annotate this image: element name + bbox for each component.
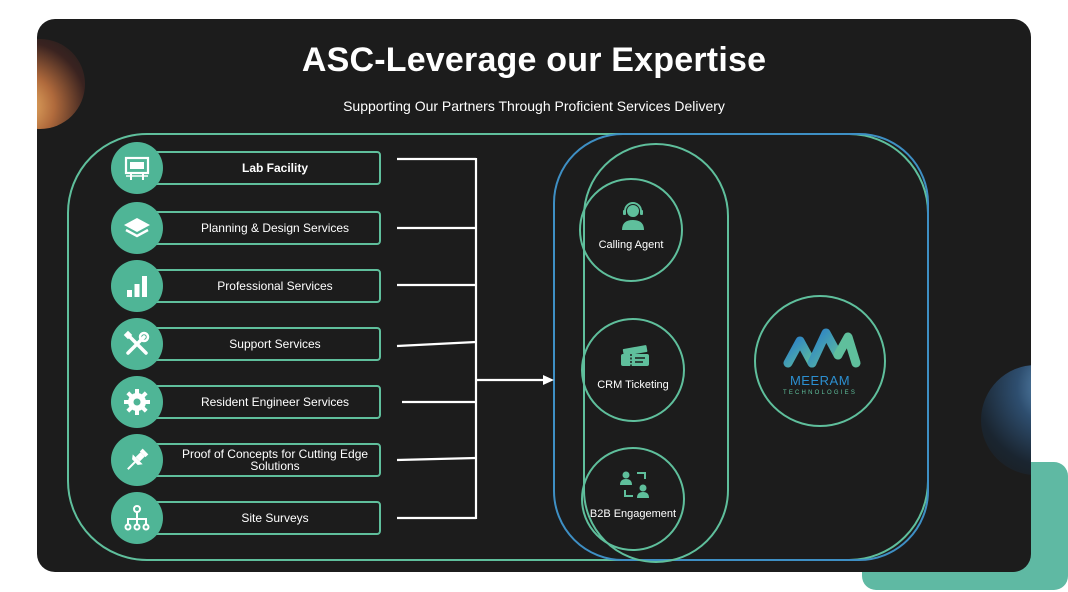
channel-label: B2B Engagement	[589, 508, 677, 520]
tools-icon	[111, 318, 163, 370]
meeram-logo-mark-icon	[783, 328, 861, 368]
service-support: Support Services	[111, 318, 381, 370]
service-label: Lab Facility	[151, 151, 381, 185]
hierarchy-icon	[111, 492, 163, 544]
gear-icon	[111, 376, 163, 428]
delivery-outline	[553, 133, 929, 561]
page-subtitle: Supporting Our Partners Through Proficie…	[343, 98, 725, 114]
service-resident-engineer: Resident Engineer Services	[111, 376, 381, 428]
service-proof-of-concepts: Proof of Concepts for Cutting Edge Solut…	[111, 434, 381, 486]
page-title: ASC-Leverage our Expertise	[301, 41, 767, 79]
channel-crm-ticketing: CRM Ticketing	[581, 318, 685, 422]
connector-lines	[396, 157, 554, 520]
bar-chart-icon	[111, 260, 163, 312]
pushpin-icon	[111, 434, 163, 486]
logo-name: MEERAM	[789, 373, 851, 388]
service-label: Support Services	[151, 327, 381, 361]
logo-tagline: TECHNOLOGIES	[782, 390, 858, 396]
service-lab-facility: Lab Facility	[111, 142, 381, 194]
billboard-icon	[111, 142, 163, 194]
layers-icon	[111, 202, 163, 254]
company-logo: MEERAM TECHNOLOGIES	[754, 295, 886, 427]
service-label: Professional Services	[151, 269, 381, 303]
service-label: Planning & Design Services	[151, 211, 381, 245]
service-label: Site Surveys	[151, 501, 381, 535]
users-exchange-icon	[620, 471, 649, 498]
channel-label: CRM Ticketing	[597, 379, 669, 391]
slide-card: ASC-Leverage our Expertise Supporting Ou…	[37, 19, 1031, 572]
ticket-icon	[621, 345, 649, 366]
service-planning-design: Planning & Design Services	[111, 202, 381, 254]
service-professional: Professional Services	[111, 260, 381, 312]
service-label: Proof of Concepts for Cutting Edge Solut…	[151, 443, 381, 477]
service-site-surveys: Site Surveys	[111, 492, 381, 544]
channel-label: Calling Agent	[598, 239, 664, 251]
channel-calling-agent: Calling Agent	[579, 178, 683, 282]
channel-b2b-engagement: B2B Engagement	[581, 447, 685, 551]
headset-agent-icon	[622, 202, 644, 230]
service-label: Resident Engineer Services	[151, 385, 381, 419]
